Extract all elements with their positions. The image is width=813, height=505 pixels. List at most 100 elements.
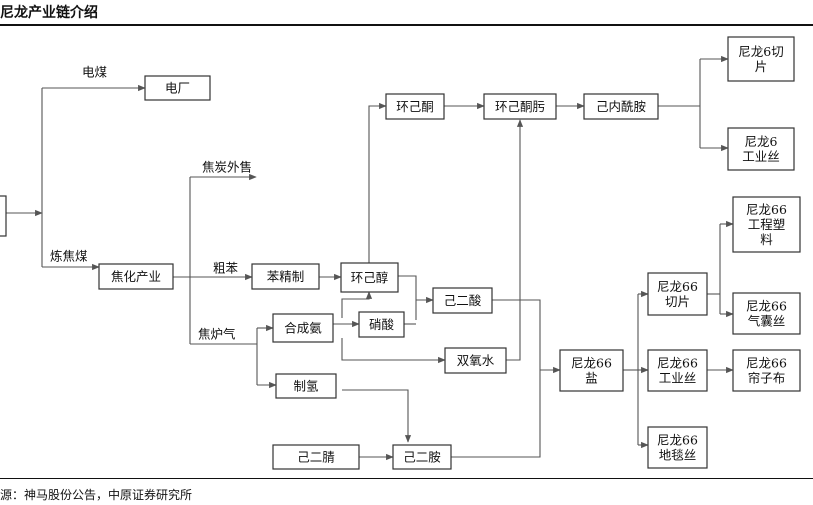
- edge-adipic-to-salt: [492, 299, 541, 370]
- node-adipic-acid: 己二酸: [432, 287, 493, 314]
- node-label: 焦化产业: [111, 269, 161, 284]
- node-label: 己二胺: [403, 450, 441, 465]
- node-hydrogen-production: 制氢: [275, 373, 337, 399]
- node-hexanediamine: 己二胺: [392, 444, 452, 470]
- edge-peroxide-to-oxime: [506, 119, 524, 361]
- node-adiponitrile: 己二腈: [272, 444, 360, 470]
- node-label: 工程塑: [748, 217, 786, 232]
- node-label: 己二腈: [297, 450, 335, 465]
- node-box: [144, 75, 211, 101]
- node-label: 环己醇: [351, 270, 389, 285]
- page-title: 尼龙产业链介绍: [0, 5, 98, 21]
- node-label: 电厂: [165, 81, 190, 96]
- edge-hexanediamine-to-salt: [451, 370, 541, 458]
- node-power-plant: 电厂: [144, 75, 211, 101]
- node-label: 环己酮肟: [495, 99, 545, 114]
- edge-ammonia-to-cyclohexanol: [341, 291, 373, 318]
- node-label: 尼龙66: [746, 202, 787, 217]
- source-note: 源：神马股份公告，中原证券研究所: [0, 488, 193, 502]
- node-label: 帘子布: [748, 371, 786, 386]
- node-box: [251, 263, 320, 290]
- node-label: 地毯丝: [659, 448, 697, 463]
- node-box: [647, 349, 708, 392]
- edge-to-cyclohexanone: [368, 102, 387, 263]
- node-box: [340, 262, 399, 293]
- node-label: 料: [760, 232, 773, 247]
- node-box: [272, 313, 334, 343]
- node-box: [727, 36, 795, 82]
- node-label: 合成氨: [284, 321, 322, 336]
- bottom-rule: [0, 478, 813, 479]
- node-label: 工业丝: [742, 149, 780, 164]
- node-box: [727, 127, 795, 171]
- node-coal: [0, 195, 7, 237]
- edge-label-coking-coal: 炼焦煤: [50, 249, 88, 264]
- node-label: 尼龙66: [657, 356, 698, 371]
- node-box: [583, 93, 659, 120]
- node-label: 己二酸: [444, 293, 482, 308]
- node-label: 尼龙66: [746, 356, 787, 371]
- node-box: [0, 195, 7, 237]
- node-label: 工业丝: [659, 371, 697, 386]
- node-cyclohexanol: 环己醇: [340, 262, 399, 293]
- nodes: 电厂焦化产业苯精制环己醇环己酮环己酮肟己内酰胺尼龙6切片尼龙6工业丝合成氨硝酸己…: [0, 36, 801, 470]
- node-box: [647, 272, 708, 316]
- node-box: [559, 349, 624, 392]
- node-coking: 焦化产业: [98, 263, 174, 290]
- node-label: 切片: [665, 294, 690, 309]
- node-label: 尼龙66: [746, 299, 787, 314]
- node-box: [444, 347, 507, 374]
- edge-hydrogen-to-hexanediamine: [342, 389, 412, 443]
- node-label: 片: [755, 59, 768, 74]
- node-box: [432, 287, 493, 314]
- node-box: [98, 263, 174, 290]
- node-label: 制氢: [293, 379, 319, 394]
- edge-cyclohexanol-to-adipic: [398, 275, 417, 320]
- node-box: [385, 93, 445, 120]
- node-label: 双氧水: [457, 353, 495, 368]
- node-box: [732, 196, 801, 253]
- node-label: 尼龙66: [657, 279, 698, 294]
- node-box: [272, 444, 360, 470]
- node-hydrogen-peroxide: 双氧水: [444, 347, 507, 374]
- node-nitric-acid: 硝酸: [358, 311, 405, 338]
- node-label: 硝酸: [369, 317, 395, 332]
- node-label: 尼龙6切: [738, 44, 783, 59]
- top-rule: [0, 24, 813, 26]
- node-label: 尼龙6: [745, 134, 778, 149]
- node-box: [647, 426, 708, 469]
- node-box: [275, 373, 337, 399]
- connectors: [6, 55, 734, 461]
- node-cyclohexanone: 环己酮: [385, 93, 445, 120]
- node-benzene-refining: 苯精制: [251, 263, 320, 290]
- node-caprolactam: 己内酰胺: [583, 93, 659, 120]
- node-box: [392, 444, 452, 470]
- edge-label-coke-oven-gas: 焦炉气: [198, 327, 236, 342]
- edge-label-coke-sales: 焦炭外售: [202, 160, 252, 175]
- node-label: 己内酰胺: [596, 99, 646, 114]
- node-box: [732, 349, 801, 392]
- node-label: 盐: [585, 371, 598, 386]
- node-label: 环己酮: [396, 99, 434, 114]
- node-synthetic-ammonia: 合成氨: [272, 313, 334, 343]
- node-label: 气囊丝: [748, 314, 786, 329]
- node-label: 尼龙66: [571, 356, 612, 371]
- edge-label-crude-benzene: 粗苯: [213, 261, 239, 276]
- node-label: 尼龙66: [657, 433, 698, 448]
- node-box: [483, 93, 557, 120]
- node-label: 苯精制: [267, 269, 305, 284]
- node-box: [358, 311, 405, 338]
- node-box: [732, 292, 801, 335]
- edge-label-power-coal: 电煤: [82, 65, 108, 80]
